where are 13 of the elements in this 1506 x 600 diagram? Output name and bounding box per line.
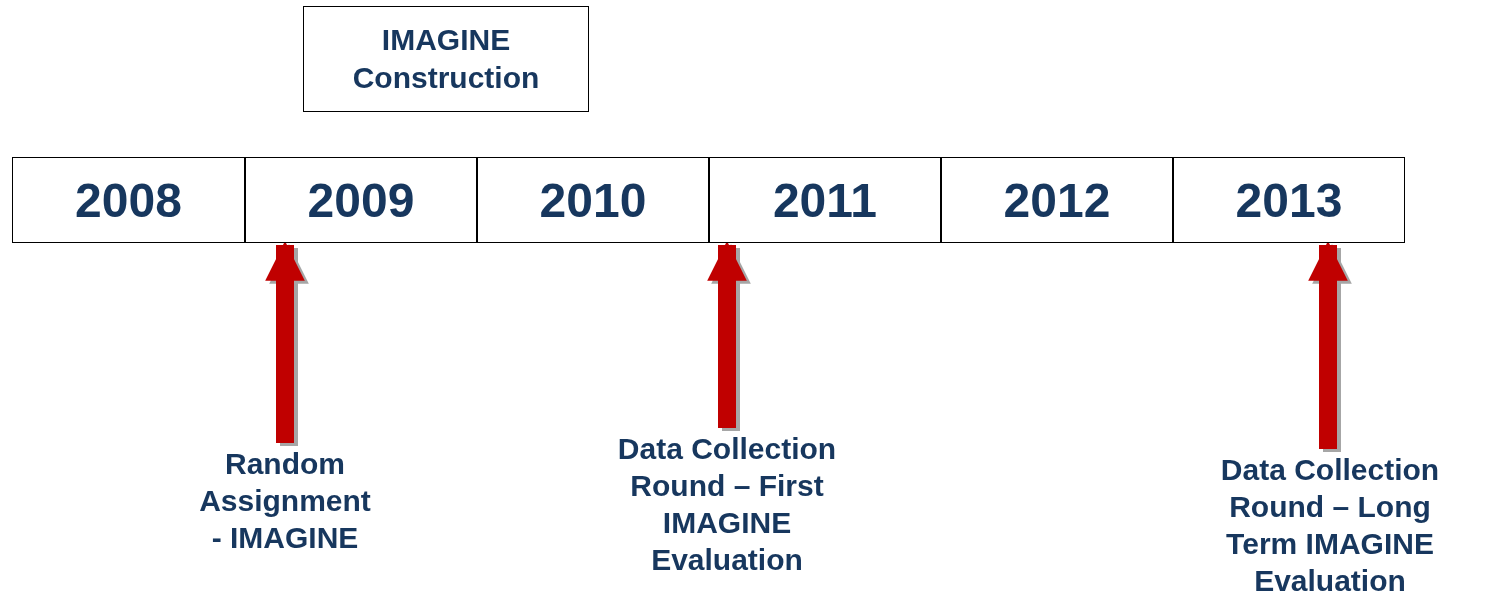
year-cell: 2011 bbox=[709, 157, 941, 243]
year-cell: 2009 bbox=[245, 157, 477, 243]
year-cell: 2010 bbox=[477, 157, 709, 243]
year-cell: 2012 bbox=[941, 157, 1173, 243]
milestone-text: Data Collection Round – First IMAGINE Evaluation bbox=[607, 430, 847, 580]
milestone-text: Data Collection Round – Long Term IMAGINE Evaluation bbox=[1194, 451, 1466, 599]
arrow bbox=[1308, 241, 1348, 449]
arrow bbox=[265, 241, 305, 443]
year-cell: 2013 bbox=[1173, 157, 1405, 243]
milestone-text: Random Assignment - IMAGINE bbox=[190, 445, 380, 565]
title-box: IMAGINE Construction bbox=[303, 6, 589, 112]
year-cell: 2008 bbox=[12, 157, 245, 243]
arrow bbox=[707, 241, 747, 428]
